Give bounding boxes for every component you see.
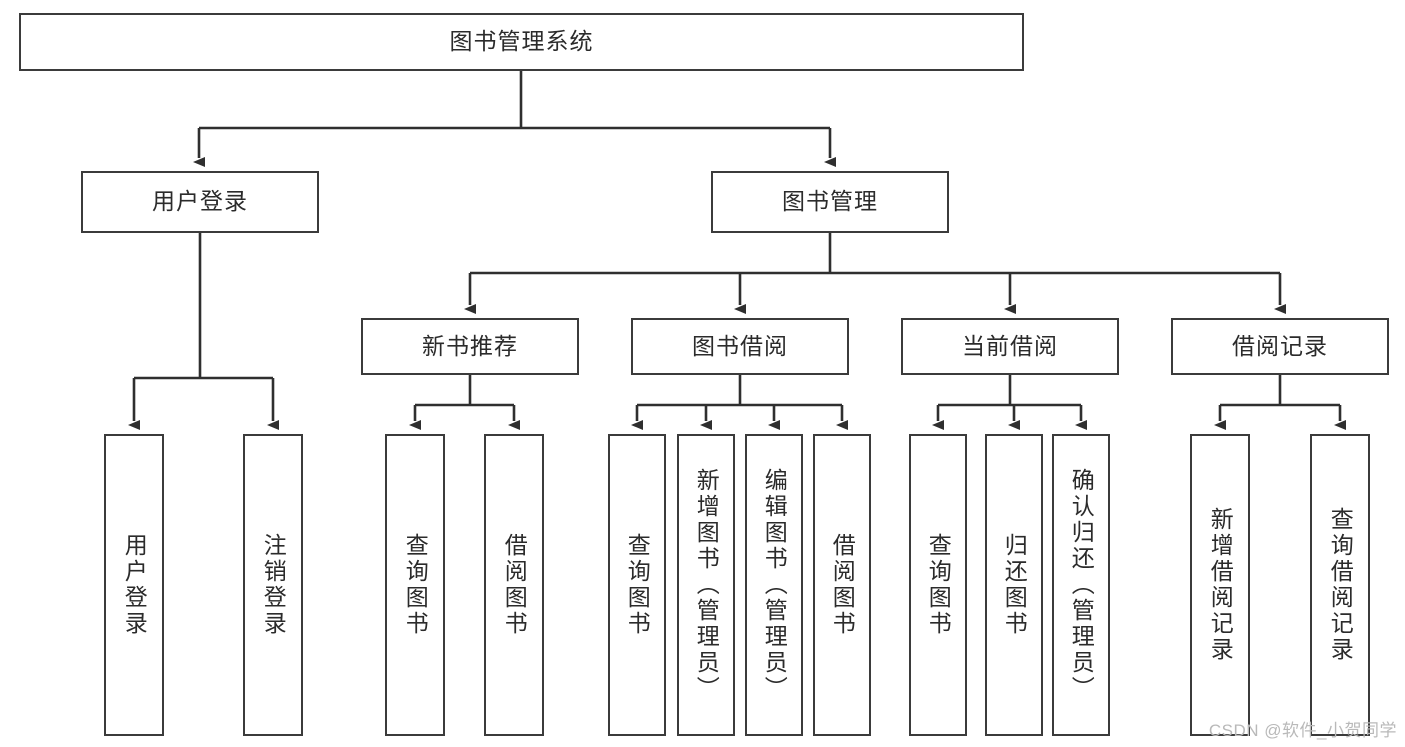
node-borrow-record[interactable]: 借阅记录 (1171, 318, 1389, 375)
leaf-node[interactable]: 查询图书 (608, 434, 666, 736)
leaf-node[interactable]: 查询图书 (909, 434, 967, 736)
node-label: 用户登录 (121, 533, 148, 637)
node-root[interactable]: 图书管理系统 (19, 13, 1024, 71)
node-label: 新书推荐 (422, 332, 518, 359)
leaf-node[interactable]: 查询借阅记录 (1310, 434, 1370, 736)
leaf-node[interactable]: 用户登录 (104, 434, 164, 736)
node-label: 新增图书（管理员） (693, 468, 720, 702)
node-user-login[interactable]: 用户登录 (81, 171, 319, 233)
leaf-node[interactable]: 注销登录 (243, 434, 303, 736)
leaf-node[interactable]: 新增借阅记录 (1190, 434, 1250, 736)
node-label: 查询图书 (925, 533, 952, 637)
node-label: 图书管理 (782, 188, 878, 215)
node-label: 注销登录 (260, 533, 287, 637)
node-book-management[interactable]: 图书管理 (711, 171, 949, 233)
node-book-borrow[interactable]: 图书借阅 (631, 318, 849, 375)
leaf-node[interactable]: 借阅图书 (813, 434, 871, 736)
node-label: 借阅记录 (1232, 332, 1328, 359)
node-label: 图书管理系统 (449, 28, 594, 55)
node-label: 归还图书 (1001, 533, 1028, 637)
node-label: 新增借阅记录 (1207, 507, 1234, 663)
node-new-book-recommend[interactable]: 新书推荐 (361, 318, 579, 375)
node-label: 当前借阅 (962, 332, 1058, 359)
leaf-node[interactable]: 借阅图书 (484, 434, 544, 736)
leaf-node[interactable]: 新增图书（管理员） (677, 434, 735, 736)
node-label: 确认归还（管理员） (1068, 468, 1095, 702)
node-label: 借阅图书 (501, 533, 528, 637)
leaf-node[interactable]: 编辑图书（管理员） (745, 434, 803, 736)
node-current-borrow[interactable]: 当前借阅 (901, 318, 1119, 375)
node-label: 用户登录 (152, 188, 248, 215)
node-label: 查询借阅记录 (1327, 507, 1354, 663)
node-label: 借阅图书 (829, 533, 856, 637)
leaf-node[interactable]: 归还图书 (985, 434, 1043, 736)
leaf-node[interactable]: 查询图书 (385, 434, 445, 736)
leaf-node[interactable]: 确认归还（管理员） (1052, 434, 1110, 736)
node-label: 图书借阅 (692, 332, 788, 359)
node-label: 查询图书 (624, 533, 651, 637)
watermark: CSDN @软件_小贺同学 (1208, 721, 1397, 740)
node-label: 查询图书 (402, 533, 429, 637)
node-label: 编辑图书（管理员） (761, 468, 788, 702)
